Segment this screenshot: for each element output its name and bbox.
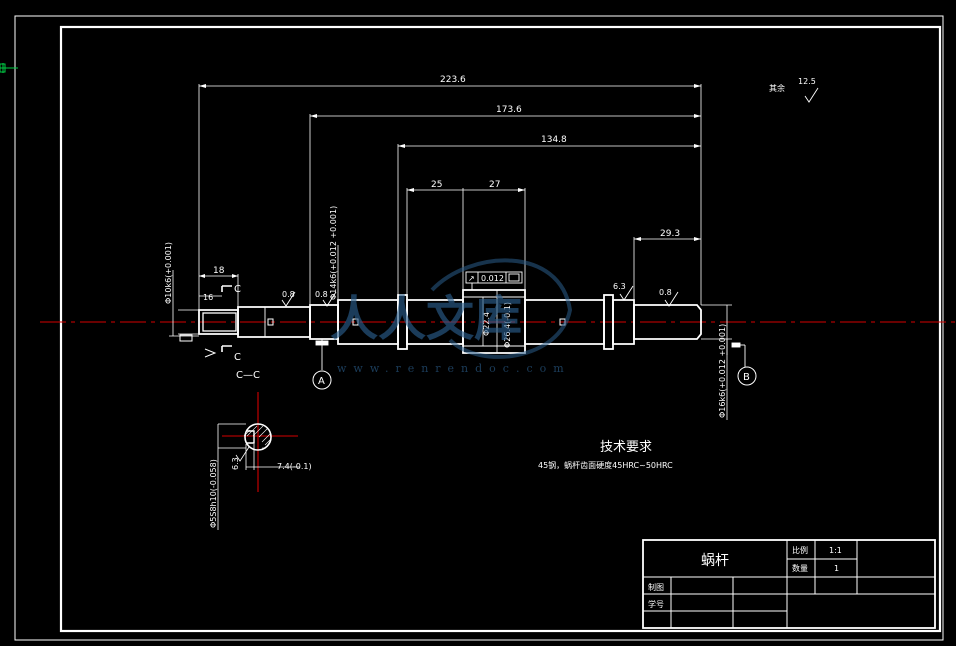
title-qty-label: 数量	[792, 563, 808, 573]
title-scale-value: 1:1	[829, 546, 842, 555]
dim-29: 29.3	[660, 229, 680, 239]
roughness-r4: 0.8	[659, 288, 672, 297]
outer-border	[14, 15, 944, 641]
dim-134: 134.8	[541, 135, 567, 145]
title-block: 蜗杆 比例 1:1 数量 1 制图 学号	[642, 539, 936, 629]
dia-right-end: Φ16k6(+0.012 +0.001)	[718, 324, 727, 418]
roughness-r3: 6.3	[613, 282, 626, 291]
watermark-url: www.renrendoc.com	[337, 362, 571, 375]
datum-a-label: A	[318, 376, 325, 387]
dia-worm-tip: Φ26.4(-0.1)	[503, 302, 512, 348]
dim-overall: 223.6	[440, 75, 466, 85]
section-roughness: 6.3	[231, 457, 240, 470]
roughness-symbols	[281, 87, 819, 307]
dimension-lines	[172, 84, 732, 420]
title-part-name: 蜗杆	[701, 553, 729, 569]
title-scale-label: 比例	[792, 545, 808, 555]
inner-frame	[59, 25, 942, 633]
title-student-label: 学号	[648, 599, 664, 609]
dim-25: 25	[431, 180, 442, 190]
section-cut-marks	[169, 285, 232, 358]
tolerance-value: 0.012	[481, 274, 504, 283]
dim-18: 18	[213, 266, 225, 276]
dia-worm-root: Φ22.4	[482, 312, 491, 336]
dia-left-end: Φ10k6(+0.001)	[164, 242, 173, 304]
section-view: 6.3 Φ5S8h10(-0.058) 7.4(-0.1)	[209, 392, 312, 530]
roughness-other-label: 其余	[769, 83, 785, 93]
roughness-r1: 0.8	[282, 290, 295, 299]
tech-line1: 45钢，蜗杆齿面硬度45HRC~50HRC	[538, 460, 673, 470]
dim-16: 16	[203, 293, 213, 302]
tolerance-frame	[465, 271, 523, 290]
roughness-other-value: 12.5	[798, 77, 816, 86]
dia-journal: Φ14k6(+0.012 +0.001)	[329, 206, 338, 300]
section-mark-c-bottom: C	[234, 352, 241, 363]
title-qty-value: 1	[834, 564, 839, 573]
tech-heading: 技术要求	[600, 440, 652, 455]
tolerance-symbol: ↗	[468, 274, 475, 283]
dim-173: 173.6	[496, 105, 522, 115]
section-mark-c-top: C	[234, 284, 241, 295]
dim-27: 27	[489, 180, 500, 190]
datum-b-circle	[737, 366, 757, 386]
datum-leaders	[315, 339, 746, 370]
roughness-r2: 0.8	[315, 290, 328, 299]
datum-b-label: B	[743, 372, 750, 383]
shaft-outline	[198, 289, 702, 354]
datum-a-circle	[312, 370, 332, 390]
watermark: 人人文库 www.renrendoc.com	[330, 258, 573, 375]
watermark-brand: 人人文库	[330, 291, 522, 347]
title-drawn-label: 制图	[648, 582, 664, 592]
section-depth: 7.4(-0.1)	[277, 462, 312, 471]
dimension-arrows	[199, 84, 701, 278]
section-label: C—C	[236, 370, 260, 381]
section-diameter: Φ5S8h10(-0.058)	[209, 459, 218, 528]
ucs-icon	[0, 63, 18, 73]
